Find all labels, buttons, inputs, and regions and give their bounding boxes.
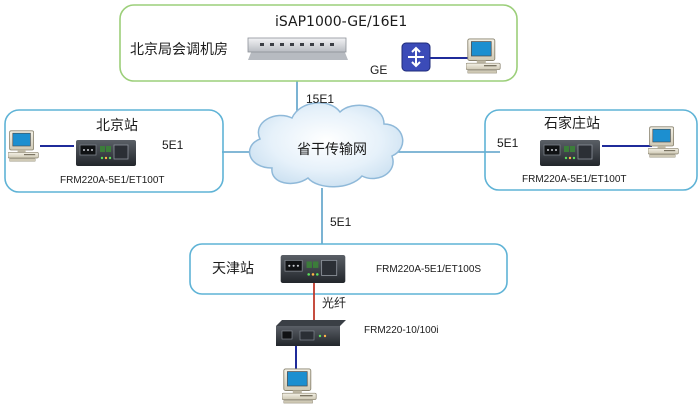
beijing-station-label: 北京站 [96,118,138,134]
backbone-top-link-label: 15E1 [306,92,335,106]
backbone-cloud [248,102,404,188]
ge-link-label: GE [370,63,388,77]
tianjin-station-box [189,243,508,295]
shijiazhuang-computer-icon [648,126,679,158]
shijiazhuang-station-box [484,109,698,191]
shijiazhuang-link-label: 5E1 [497,136,519,150]
shijiazhuang-frm-device [539,140,601,166]
fiber-label: 光纤 [322,296,347,310]
tianjin-model-label: FRM220A-5E1/ET100S [376,264,482,275]
center-device-label: iSAP1000-GE/16E1 [275,14,408,30]
shijiazhuang-station-label: 石家庄站 [544,116,600,132]
switch-icon [401,42,431,72]
beijing-computer-icon [8,130,39,162]
beijing-station-box [4,109,224,193]
remote-converter-device [276,320,346,346]
beijing-link-label: 5E1 [162,138,184,152]
shijiazhuang-model-label: FRM220A-5E1/ET100T [522,174,627,185]
remote-model-label: FRM220-10/100i [364,325,439,336]
isap-rack-device [247,37,348,60]
backbone-label: 省干传输网 [297,142,367,158]
tianjin-frm-device [280,255,346,283]
backbone-bottom-link-label: 5E1 [330,215,352,229]
tianjin-station-label: 天津站 [212,261,254,277]
center-room-label: 北京局会调机房 [130,42,228,58]
remote-computer-icon [282,368,317,404]
beijing-model-label: FRM220A-5E1/ET100T [60,175,165,186]
beijing-frm-device [75,140,137,166]
center-computer-icon [466,38,501,74]
